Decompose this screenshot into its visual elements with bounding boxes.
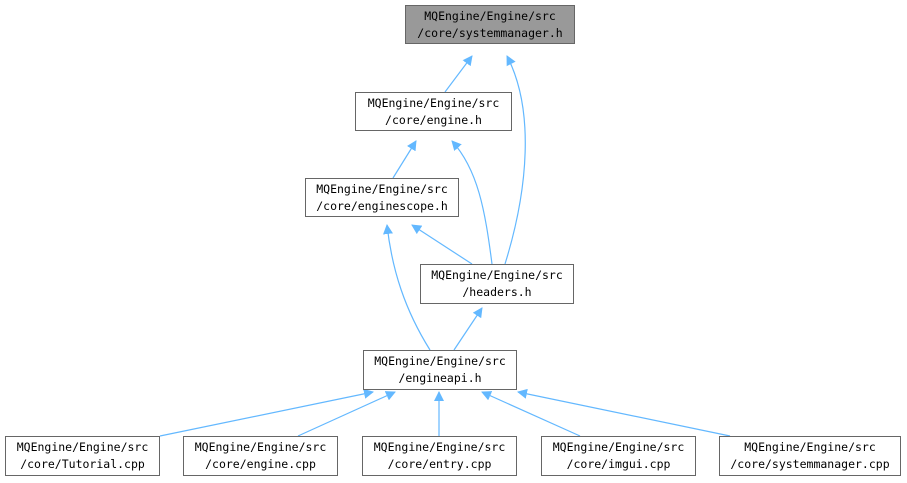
node-engine-cpp-line1: MQEngine/Engine/src: [194, 440, 327, 454]
edge-headers-h-to-systemmanager-h: [504, 55, 526, 265]
edge-tutorial-cpp-to-engineapi-h: [159, 388, 374, 437]
node-tutorial-cpp[interactable]: MQEngine/Engine/src /core/Tutorial.cpp: [5, 436, 160, 476]
edge-enginescope-h-to-engine-h: [392, 140, 417, 179]
node-entry-cpp-line1: MQEngine/Engine/src: [373, 440, 506, 454]
node-engineapi-h-line2: /engineapi.h: [398, 371, 482, 385]
edge-systemmanager-cpp-to-engineapi-h: [517, 388, 731, 437]
node-entry-cpp-line2: /core/entry.cpp: [387, 457, 492, 471]
node-engine-h-line2: /core/engine.h: [385, 112, 482, 127]
node-entry-cpp[interactable]: MQEngine/Engine/src /core/entry.cpp: [362, 436, 517, 476]
node-headers-h-line2: /headers.h: [462, 285, 532, 299]
node-systemmanager-h-line1: MQEngine/Engine/src: [424, 8, 556, 23]
node-enginescope-h-line1: MQEngine/Engine/src: [316, 181, 448, 196]
node-enginescope-h-line2: /core/enginescope.h: [316, 198, 448, 213]
node-tutorial-cpp-line1: MQEngine/Engine/src: [16, 440, 149, 454]
edge-engineapi-h-to-enginescope-h: [383, 224, 431, 351]
edge-engine-h-to-systemmanager-h: [444, 55, 473, 93]
node-headers-h[interactable]: MQEngine/Engine/src /headers.h: [420, 264, 574, 304]
node-systemmanager-h: MQEngine/Engine/src /core/systemmanager.…: [405, 5, 575, 44]
edge-headers-h-to-enginescope-h: [411, 224, 473, 265]
node-imgui-cpp-line1: MQEngine/Engine/src: [552, 440, 685, 454]
node-tutorial-cpp-line2: /core/Tutorial.cpp: [20, 457, 145, 471]
edge-headers-h-to-engine-h: [451, 140, 493, 265]
node-systemmanager-h-line2: /core/systemmanager.h: [417, 25, 563, 40]
edge-engine-cpp-to-engineapi-h: [297, 391, 396, 437]
node-engineapi-h-line1: MQEngine/Engine/src: [374, 354, 506, 368]
node-engineapi-h[interactable]: MQEngine/Engine/src /engineapi.h: [363, 350, 517, 390]
node-engine-cpp-line2: /core/engine.cpp: [205, 457, 316, 471]
node-headers-h-line1: MQEngine/Engine/src: [431, 268, 563, 282]
node-engine-h-line1: MQEngine/Engine/src: [367, 95, 500, 110]
node-enginescope-h[interactable]: MQEngine/Engine/src /core/enginescope.h: [305, 178, 459, 217]
node-systemmanager-cpp[interactable]: MQEngine/Engine/src /core/systemmanager.…: [719, 436, 901, 476]
edge-imgui-cpp-to-engineapi-h: [481, 391, 581, 437]
node-engine-h[interactable]: MQEngine/Engine/src /core/engine.h: [355, 92, 512, 131]
node-imgui-cpp[interactable]: MQEngine/Engine/src /core/imgui.cpp: [541, 436, 696, 476]
node-engine-cpp[interactable]: MQEngine/Engine/src /core/engine.cpp: [183, 436, 338, 476]
node-imgui-cpp-line2: /core/imgui.cpp: [566, 457, 671, 471]
edge-engineapi-h-to-headers-h: [453, 307, 483, 351]
node-systemmanager-cpp-line1: MQEngine/Engine/src: [744, 440, 876, 454]
node-systemmanager-cpp-line2: /core/systemmanager.cpp: [730, 457, 890, 471]
